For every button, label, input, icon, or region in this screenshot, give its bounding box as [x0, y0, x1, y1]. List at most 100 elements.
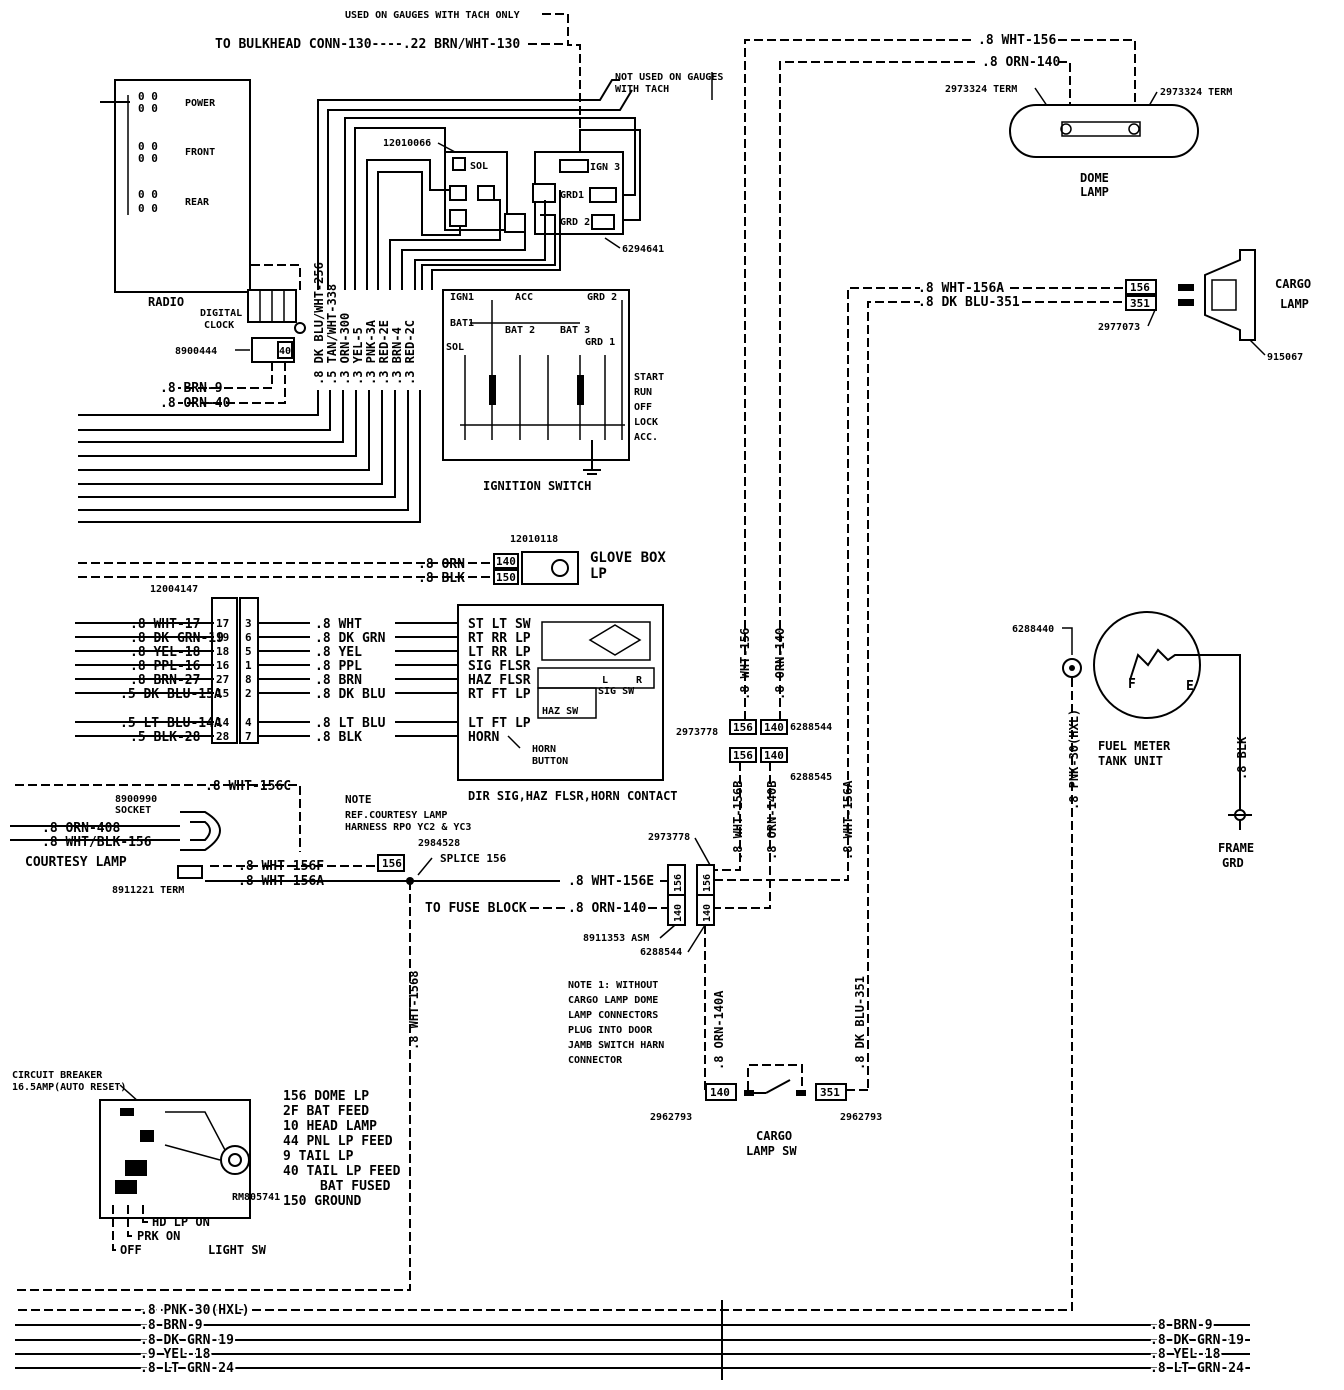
- col-fn-4: HAZ FLSR: [468, 673, 531, 688]
- conn-40: 40: [279, 346, 291, 357]
- cwire-156b: .8 WHT-156B: [731, 781, 745, 860]
- ign-bat3: BAT 3: [560, 325, 590, 336]
- vwire-0: .8 DK BLU/WHT-256: [312, 262, 326, 385]
- vwire-1: .5 TAN/WHT-338: [325, 284, 339, 385]
- bottom-right-2: .8 YEL-18: [1150, 1347, 1221, 1362]
- cargo-sw-part-1: 2962793: [650, 1112, 692, 1123]
- bottom-left-4: .8 LT GRN-24: [140, 1361, 234, 1376]
- wire-156e: .8 WHT-156E: [568, 874, 654, 889]
- col-rnum-4: 8: [245, 673, 252, 686]
- light-switch-body: [99, 1099, 251, 1219]
- col-rnum-6: 4: [245, 716, 252, 729]
- ign-grd1: GRD 1: [585, 337, 615, 348]
- radio-power: POWER: [185, 98, 216, 109]
- courtesy-lamp: .8 WHT-156C 8900990 SOCKET .8 ORN-408 .8…: [10, 779, 560, 1291]
- part-8911353: 8911353 ASM: [583, 933, 649, 944]
- ign-sol: SOL: [446, 342, 464, 353]
- cwire-156a: .8 WHT-156A: [841, 780, 855, 860]
- part-6288545: 6288545: [790, 772, 832, 783]
- glovebox-part: 12010118: [510, 534, 558, 545]
- col-fn-2: LT RR LP: [468, 645, 531, 660]
- col-fn-5: RT FT LP: [468, 687, 531, 702]
- cwire-wht156: .8 WHT-156: [738, 628, 752, 700]
- dome-label-2: LAMP: [1080, 185, 1109, 199]
- ignition-switch-box: [442, 289, 630, 461]
- fuse-c140-b: 140: [702, 904, 713, 922]
- cargo-lamp-label-1: CARGO: [1275, 277, 1311, 291]
- fuse-c140-a: 140: [673, 904, 684, 922]
- bottom-left-0: .8 PNK-30(HXL): [140, 1303, 250, 1318]
- part-8900444: 8900444: [175, 346, 217, 357]
- col-fn-1: RT RR LP: [468, 631, 531, 646]
- fuel-meter: 6288440 .8 PNK-30(HXL) F E FUEL METER TA…: [15, 611, 1254, 1311]
- radio-rear: REAR: [185, 197, 210, 208]
- wire-orn40: .8 ORN-40: [160, 396, 231, 411]
- ign-pos-acc: ACC.: [634, 432, 658, 443]
- col-right-0: .8 WHT: [315, 617, 362, 632]
- ign-bat1: BAT1: [450, 318, 474, 329]
- vertical-wire-bundle: .8 DK BLU/WHT-256 .5 TAN/WHT-338 .3 ORN-…: [78, 127, 561, 523]
- dome-term-right: 2973324 TERM: [1160, 87, 1232, 98]
- col-left-6: .5 LT BLU-14A: [120, 716, 222, 731]
- legend-4: 9 TAIL LP: [283, 1149, 354, 1164]
- glovebox-label-2: LP: [590, 566, 607, 582]
- dome-lamp-body: [1009, 104, 1199, 158]
- col-fn-0: ST LT SW: [468, 617, 531, 632]
- glovebox-lamp: [521, 551, 579, 585]
- bottom-left-2: .8 DK GRN-19: [140, 1333, 234, 1348]
- svg-text:0 0: 0 0: [138, 152, 158, 165]
- svg-text:0 0: 0 0: [138, 140, 158, 153]
- legend-7: 150 GROUND: [283, 1194, 361, 1209]
- col-left-7: .5 BLK-28: [130, 730, 201, 745]
- cargo-sw-label-1: CARGO: [756, 1129, 792, 1143]
- cargo-c156: 156: [1130, 281, 1150, 294]
- fuse-c156-a: 156: [673, 874, 684, 892]
- light-sw-label: LIGHT SW: [208, 1243, 267, 1257]
- svg-text:0 0: 0 0: [138, 202, 158, 215]
- socket-part-1: 8900990: [115, 794, 157, 805]
- vwire-7: .3 RED-2C: [403, 320, 417, 385]
- col-left-0: .8 WHT-17: [130, 617, 200, 632]
- cargo-wire-156a: .8 WHT-156A: [918, 281, 1004, 296]
- bottom-right-1: .8 DK GRN-19: [1150, 1333, 1244, 1348]
- dome-term-left: 2973324 TERM: [945, 84, 1017, 95]
- col-lnum-3: 16: [216, 659, 230, 672]
- lightsw-part: RM805741: [232, 1192, 280, 1203]
- cargo-lamp: .8 WHT-156A .8 DK BLU-351 156 351 297707…: [918, 249, 1311, 363]
- cargo-sw-label-2: LAMP SW: [746, 1144, 797, 1158]
- used-on-tach-note: USED ON GAUGES WITH TACH ONLY: [345, 10, 520, 21]
- part-6294641: 6294641: [622, 244, 664, 255]
- col-fn-7: HORN: [468, 730, 499, 745]
- ignition-switch: IGN1 ACC GRD 2 BAT1 SOL BAT 2 BAT 3 GRD …: [442, 289, 664, 493]
- glovebox-wire-orn: .8 ORN: [418, 557, 465, 572]
- clock-label-2: CLOCK: [204, 320, 234, 331]
- ign-pos-lock: LOCK: [634, 417, 658, 428]
- wire-156a-left: .8 WHT-156A: [238, 874, 324, 889]
- c156-courtesy: 156: [382, 857, 402, 870]
- col-left-1: .8 DK GRN-19: [130, 631, 224, 646]
- col-lnum-6: 14: [216, 716, 230, 729]
- part-2984528: 2984528: [418, 838, 460, 849]
- cwire-140a: .8 ORN-140A: [712, 990, 726, 1070]
- cargo-sw-part-2: 2962793: [840, 1112, 882, 1123]
- fuel-e: E: [1186, 679, 1194, 694]
- svg-text:0 0: 0 0: [138, 90, 158, 103]
- note1-line-4: JAMB SWITCH HARN: [568, 1040, 664, 1051]
- col-left-4: .8 BRN-27: [130, 673, 200, 688]
- fuel-wire-blk: .8 BLK: [1235, 736, 1249, 780]
- col-right-4: .8 BRN: [315, 673, 362, 688]
- legend-6: BAT FUSED: [320, 1179, 391, 1194]
- fuel-label-2: TANK UNIT: [1098, 754, 1163, 768]
- frame-grd-2: GRD: [1222, 856, 1244, 870]
- part-12004147: 12004147: [150, 584, 198, 595]
- vwire-3: .3 YEL-5: [351, 327, 365, 385]
- cargo-sw-c140: 140: [710, 1086, 730, 1099]
- fuel-f: F: [1128, 677, 1136, 692]
- svg-text:0 0: 0 0: [138, 188, 158, 201]
- part-12010066: 12010066: [383, 138, 431, 149]
- col-rnum-0: 3: [245, 617, 252, 630]
- ign-grd2: GRD 2: [587, 292, 617, 303]
- frame-grd-1: FRAME: [1218, 841, 1254, 855]
- glovebox-label-1: GLOVE BOX: [590, 550, 666, 566]
